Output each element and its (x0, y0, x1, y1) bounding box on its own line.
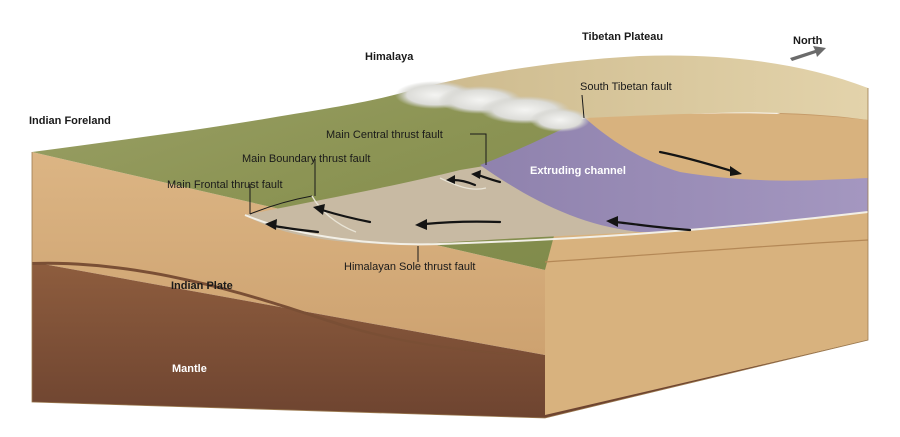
main-central-fault-curve (439, 177, 487, 190)
arrow-plateau (658, 150, 737, 174)
main-boundary-fault-curve (311, 195, 357, 233)
label-indian-foreland: Indian Foreland (29, 115, 111, 127)
arrow-mft-head (265, 219, 277, 230)
mantle-layer (32, 262, 545, 418)
arrow-mbt-head (313, 204, 325, 215)
arrow-mct-1-head (446, 175, 455, 184)
block-outline (31, 88, 869, 419)
arrow-channel-head (606, 216, 618, 227)
label-main-frontal-thrust: Main Frontal thrust fault (167, 179, 283, 191)
arrow-sole-head (415, 219, 427, 230)
cloud (395, 81, 590, 132)
leader-south-tibetan (581, 94, 585, 119)
arrow-channel (613, 220, 692, 232)
label-indian-plate: Indian Plate (171, 280, 233, 292)
label-main-boundary-thrust: Main Boundary thrust fault (242, 153, 370, 165)
label-tibetan-plateau: Tibetan Plateau (582, 31, 663, 43)
label-extruding-channel: Extruding channel (530, 165, 626, 177)
label-south-tibetan-fault: South Tibetan fault (580, 81, 672, 93)
indian-plate-front (32, 152, 545, 355)
lower-crust-curve (544, 239, 869, 263)
sole-thrust-line (244, 211, 869, 246)
label-himalayan-sole-thrust: Himalayan Sole thrust fault (344, 261, 475, 273)
arrow-mct-2-head (471, 170, 481, 179)
arrow-mft (273, 224, 320, 234)
label-north: North (793, 35, 823, 47)
label-mantle: Mantle (172, 363, 207, 375)
leader-main-central (470, 133, 487, 165)
arrow-north-icon (790, 46, 826, 61)
main-frontal-fault-curve (249, 195, 313, 215)
arrow-mbt (320, 208, 372, 224)
arrow-plateau-head (730, 166, 742, 176)
movement-arrows (265, 150, 742, 234)
extruding-channel (480, 118, 868, 232)
label-himalaya: Himalaya (365, 51, 414, 63)
label-main-central-thrust: Main Central thrust fault (326, 129, 443, 141)
arrow-sole (423, 220, 502, 226)
